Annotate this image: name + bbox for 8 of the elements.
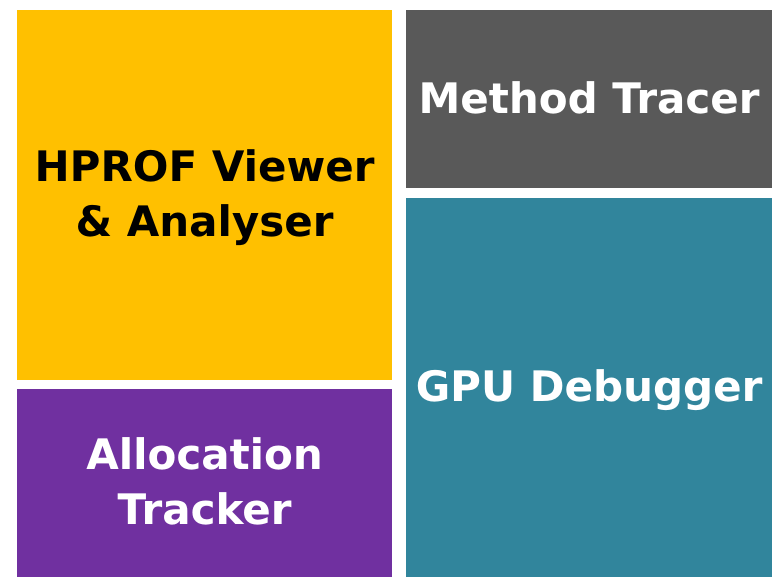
tile-title: GPU Debugger [416,361,762,414]
tile-box [17,10,392,380]
tile-title: HPROF Viewer & Analyser [34,141,376,248]
tile-box [17,389,392,577]
tile-title: Method Tracer [418,72,760,125]
tile-box [406,198,772,577]
tile-box [406,10,772,188]
tile-title: Allocation Tracker [85,429,324,536]
